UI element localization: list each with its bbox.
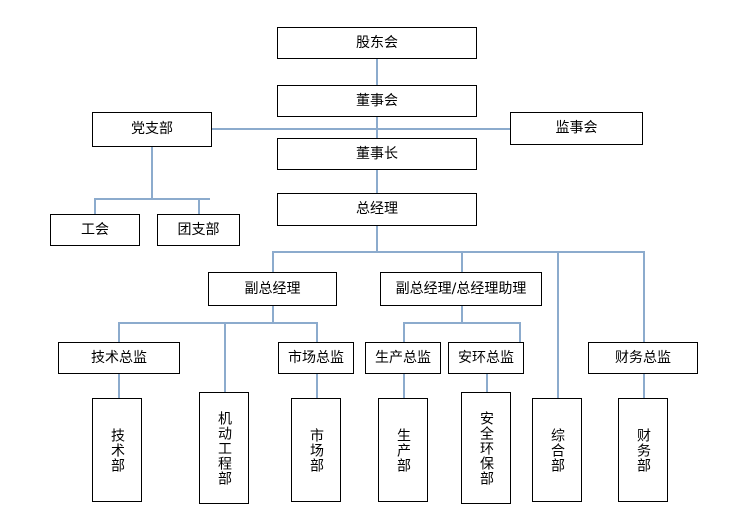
connector-production-director-dept: [403, 374, 405, 398]
node-youth-league-branch[interactable]: 团支部: [157, 214, 240, 246]
connector-assistant-safety-director: [519, 322, 521, 342]
connector-market-director-dept: [316, 374, 318, 398]
node-finance-department[interactable]: 财务部: [618, 398, 668, 502]
node-deputy-gm-assistant[interactable]: 副总经理/总经理助理: [380, 272, 542, 306]
connector-deputy-tech-director: [118, 322, 120, 342]
node-deputy-general-manager[interactable]: 副总经理: [208, 272, 337, 306]
connector-gm-bus: [272, 251, 644, 253]
node-safety-environment-department[interactable]: 安全环保部: [461, 392, 511, 504]
node-marketing-director[interactable]: 市场总监: [278, 342, 354, 374]
connector-party-union: [94, 198, 96, 214]
connector-deputy-equipment-dept: [224, 322, 226, 398]
connector-board-chairman: [376, 117, 378, 138]
node-finance-director[interactable]: 财务总监: [588, 342, 698, 374]
connector-gm-finance-director: [643, 251, 645, 342]
node-supervisory-board[interactable]: 监事会: [510, 112, 643, 145]
connector-gm-general-affairs: [557, 251, 559, 398]
connector-deputy-market-director: [316, 322, 318, 342]
node-production-department[interactable]: 生产部: [378, 398, 428, 502]
connector-tech-director-dept: [118, 374, 120, 398]
connector-assistant-production-director: [403, 322, 405, 342]
connector-safety-director-dept: [486, 374, 488, 398]
connector-shareholders-board: [376, 59, 378, 85]
node-general-manager[interactable]: 总经理: [277, 193, 477, 226]
connector-party-children-bus: [94, 198, 210, 200]
node-general-affairs-department[interactable]: 综合部: [532, 398, 582, 502]
connector-gm-deputy-assistant: [461, 251, 463, 272]
node-production-director[interactable]: 生产总监: [365, 342, 441, 374]
connector-party-drop: [151, 147, 153, 199]
node-technical-director[interactable]: 技术总监: [58, 342, 180, 374]
connector-deputy-drop: [272, 306, 274, 323]
connector-deputy-bus: [118, 322, 318, 324]
connector-party-supervisors-bus: [212, 128, 512, 130]
node-technical-department[interactable]: 技术部: [92, 398, 142, 502]
node-board-of-directors[interactable]: 董事会: [277, 85, 477, 117]
connector-deputy-assistant-bus: [403, 322, 521, 324]
node-party-branch[interactable]: 党支部: [92, 112, 212, 147]
connector-gm-drop: [376, 226, 378, 252]
node-chairman[interactable]: 董事长: [277, 138, 477, 170]
node-marketing-department[interactable]: 市场部: [291, 398, 341, 502]
connector-gm-deputy: [272, 251, 274, 272]
node-equipment-engineering-department[interactable]: 机动工程部: [199, 392, 249, 504]
node-shareholders[interactable]: 股东会: [277, 27, 477, 59]
node-safety-environment-director[interactable]: 安环总监: [448, 342, 524, 374]
connector-deputy-assistant-drop: [461, 306, 463, 323]
connector-finance-director-dept: [643, 374, 645, 398]
connector-party-youth: [198, 198, 200, 214]
connector-chairman-gm: [376, 170, 378, 193]
node-union[interactable]: 工会: [50, 214, 140, 246]
